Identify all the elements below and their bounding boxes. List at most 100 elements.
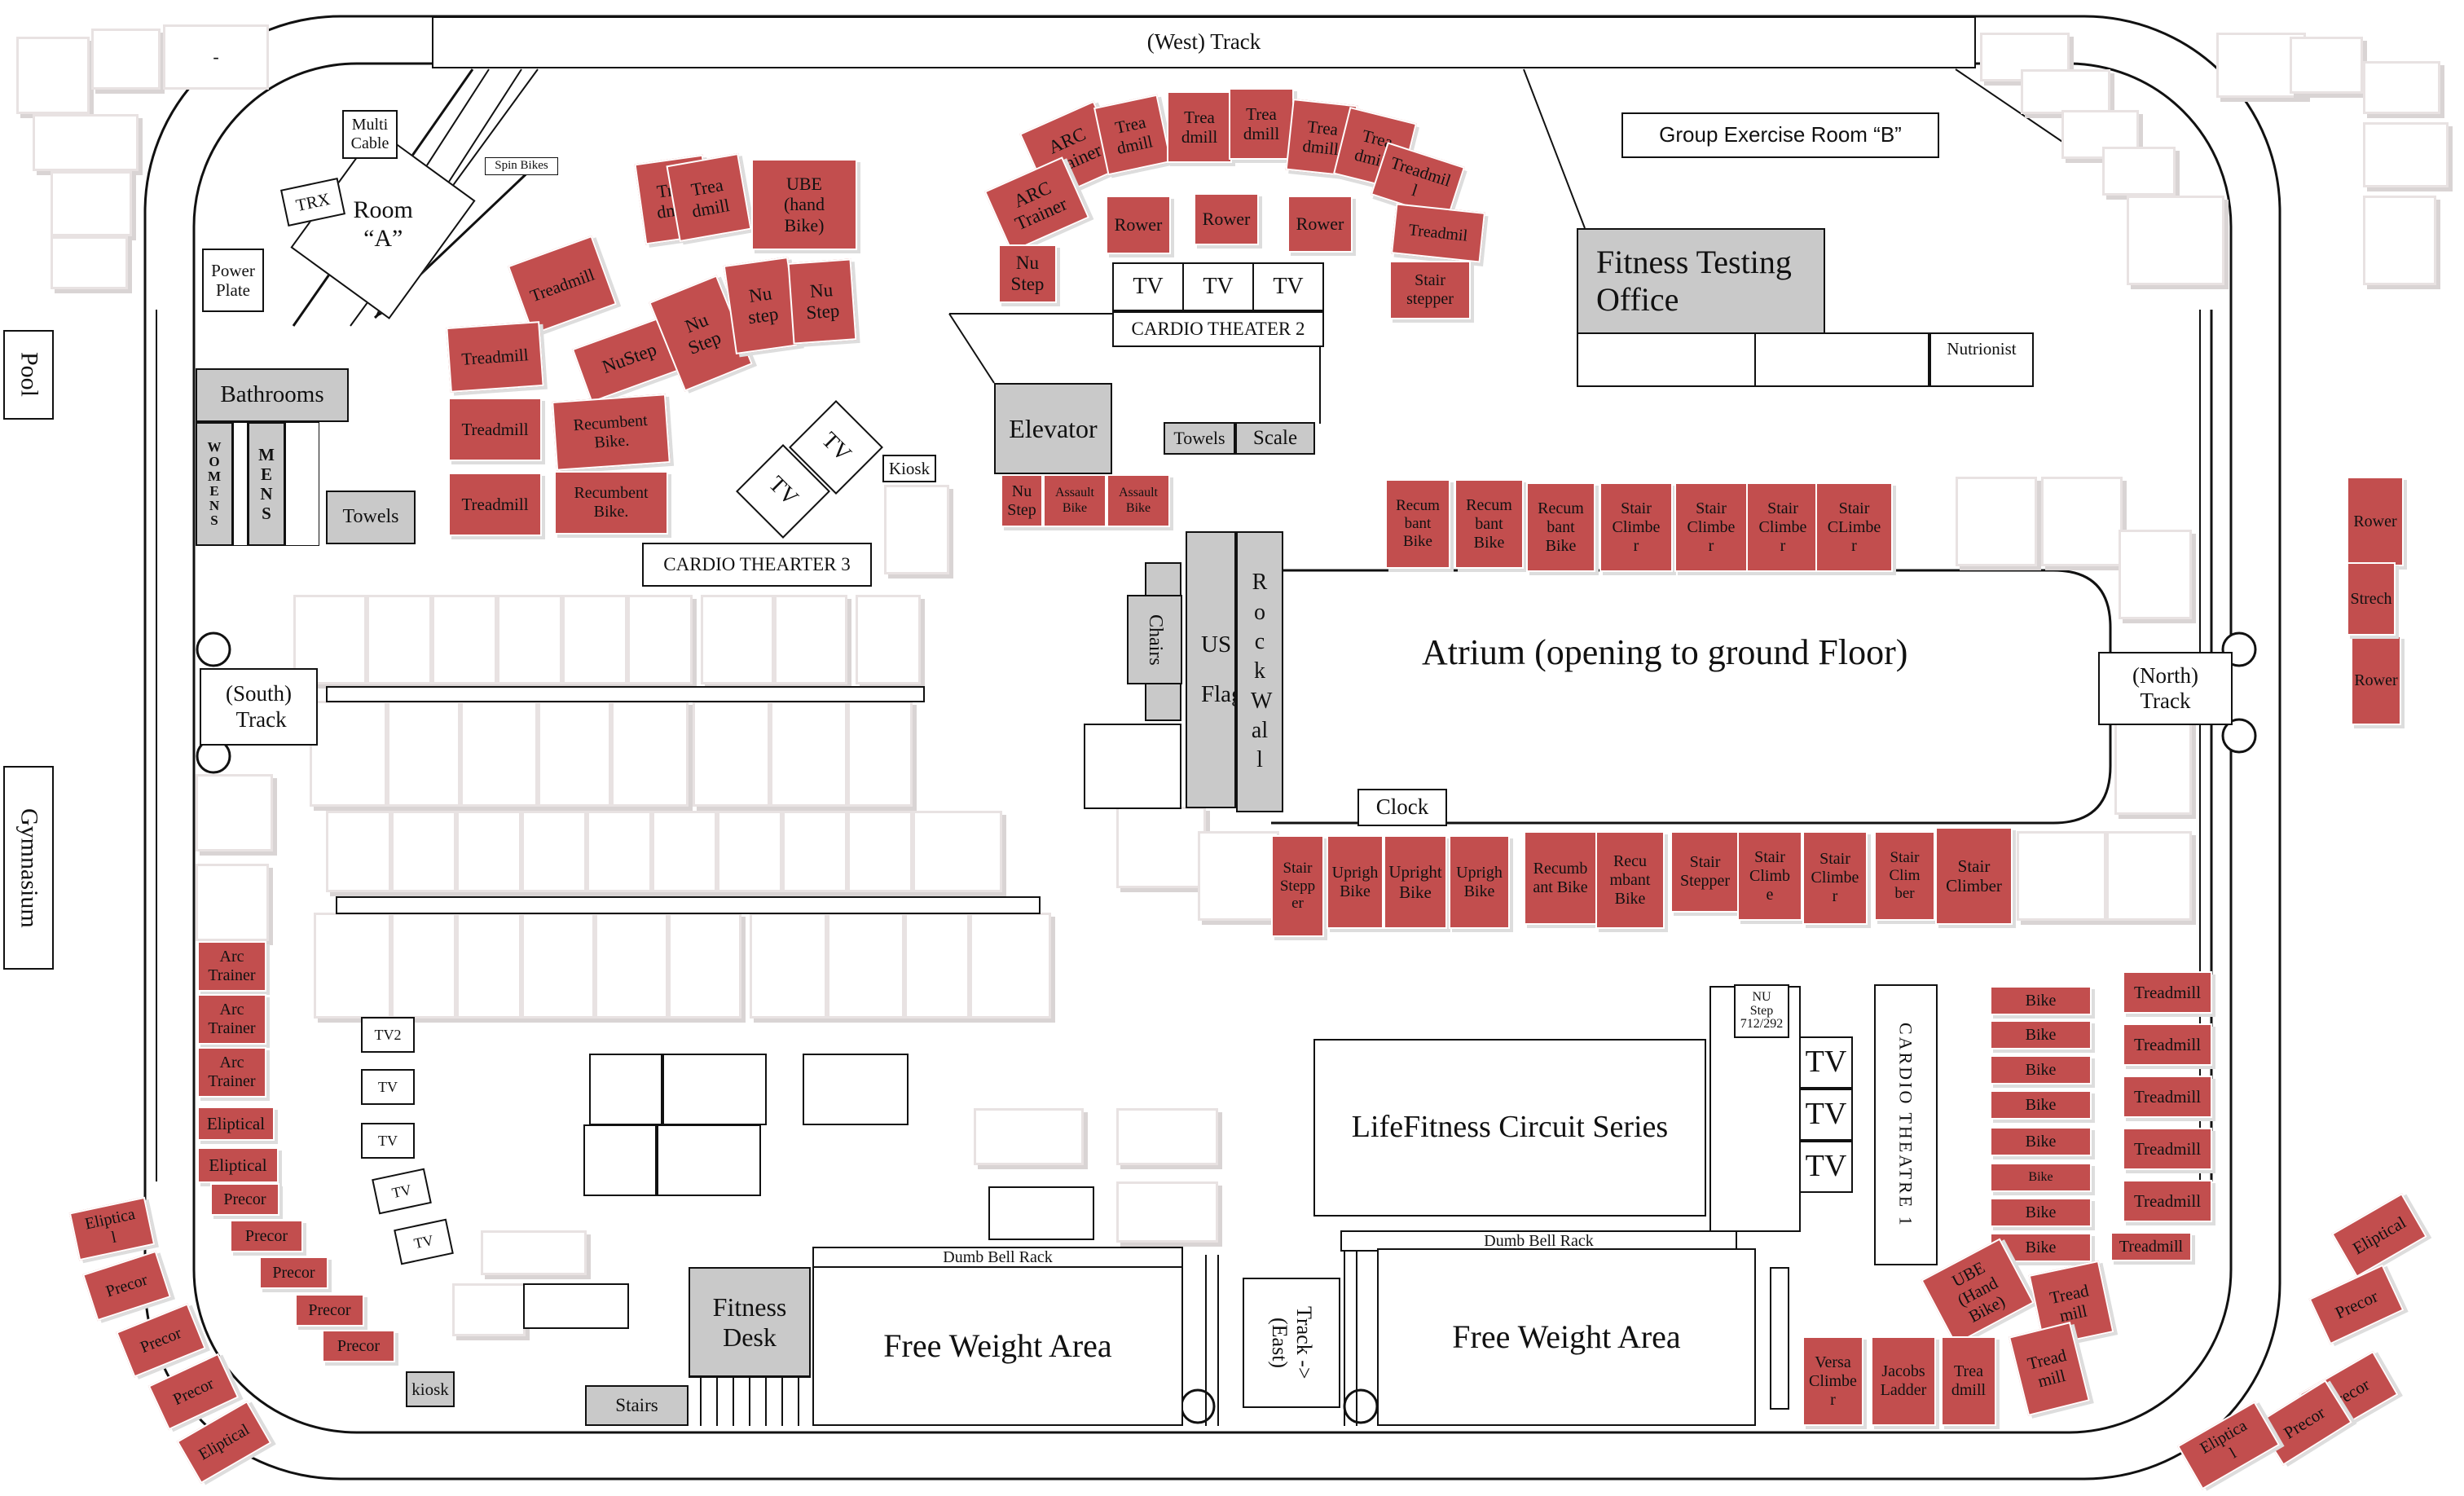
equipment-treadmill[interactable]: Treadmill xyxy=(2123,1023,2212,1066)
equipment-trea-dmill[interactable]: Trea dmill xyxy=(1941,1336,1996,1426)
equipment-precor[interactable]: Precor xyxy=(259,1256,328,1289)
equipment-arc-trainer[interactable]: Arc Trainer xyxy=(197,941,266,992)
kiosk-bottom[interactable]: kiosk xyxy=(406,1371,455,1407)
lifefitness-circuit[interactable]: LifeFitness Circuit Series xyxy=(1313,1039,1706,1217)
equipment-bike[interactable]: Bike xyxy=(1990,1055,2092,1085)
cardio-theater-2[interactable]: CARDIO THEATER 2 xyxy=(1112,311,1324,347)
equipment-rower[interactable]: Rower xyxy=(2347,477,2404,566)
equipment-rower[interactable]: Rower xyxy=(2351,636,2401,725)
equipment-treadmill[interactable]: Treadmill xyxy=(448,398,542,461)
equipment-stair-stepper[interactable]: Stair stepper xyxy=(1389,261,1471,319)
bathrooms[interactable]: Bathrooms xyxy=(196,368,349,422)
equipment-eliptical[interactable]: Eliptical xyxy=(197,1107,275,1141)
equipment-strech[interactable]: Strech xyxy=(2347,562,2396,636)
nutrionist-office[interactable]: Nutrionist xyxy=(1929,332,2034,387)
clock[interactable]: Clock xyxy=(1357,789,1447,826)
stairs[interactable]: Stairs xyxy=(585,1385,689,1426)
womens-bathroom[interactable]: W O M E N S xyxy=(196,422,233,546)
cardio-theatre-1[interactable]: CARDIO THEATRE 1 xyxy=(1874,984,1938,1265)
ct2-tv-3[interactable]: TV xyxy=(1252,262,1324,311)
equipment-recumbent-bike[interactable]: Recumbent Bike. xyxy=(554,471,668,535)
equipment-precor[interactable]: Precor xyxy=(295,1294,364,1327)
pool-label[interactable]: Pool xyxy=(3,330,54,420)
equipment-arc-trainer[interactable]: Arc Trainer xyxy=(197,994,266,1045)
equipment-eliptical[interactable]: Eliptical xyxy=(197,1147,279,1183)
equipment-stair-climbe-r[interactable]: Stair Climbe r xyxy=(1746,482,1819,572)
equipment-recu-mbant-bike[interactable]: Recu mbant Bike xyxy=(1595,831,1665,929)
equipment-recumb-ant-bike[interactable]: Recumb ant Bike xyxy=(1524,831,1597,925)
equipment-stair-climb-e[interactable]: Stair Climb e xyxy=(1737,831,1802,921)
equipment-uprigh-bike[interactable]: Uprigh Bike xyxy=(1449,835,1510,929)
equipment-stair-climbe-r[interactable]: Stair CLimbe r xyxy=(1815,482,1893,572)
group-exercise-room-b[interactable]: Group Exercise Room “B” xyxy=(1621,112,1939,158)
fitness-testing-office[interactable]: Fitness Testing Office xyxy=(1577,228,1825,334)
equipment-versa-climbe-r[interactable]: Versa Climbe r xyxy=(1802,1336,1863,1426)
equipment-bike[interactable]: Bike xyxy=(1990,986,2092,1015)
equipment-treadmill[interactable]: Treadmill xyxy=(2123,1180,2212,1222)
elevator[interactable]: Elevator xyxy=(994,383,1112,474)
equipment-bike[interactable]: Bike xyxy=(1990,1198,2092,1227)
gymnasium-label[interactable]: Gymnasium xyxy=(3,766,54,970)
equipment-stair-climbe-r[interactable]: Stair Climbe r xyxy=(1674,482,1748,572)
free-weight-area-1[interactable]: Free Weight Area xyxy=(812,1266,1183,1426)
tv-s1[interactable]: TV xyxy=(361,1069,415,1105)
equipment-rower[interactable]: Rower xyxy=(1106,196,1171,254)
equipment-stair-climbe-r[interactable]: Stair Climbe r xyxy=(1802,831,1868,925)
equipment-treadmill[interactable]: Treadmill xyxy=(446,321,544,393)
towels-mid[interactable]: Towels xyxy=(1164,422,1235,455)
equipment-treadmill[interactable]: Treadmill xyxy=(2123,1128,2212,1170)
cardio-theater-3[interactable]: CARDIO THEARTER 3 xyxy=(642,543,872,587)
equipment-assault-bike[interactable]: Assault Bike xyxy=(1107,474,1170,527)
equipment-precor[interactable]: Precor xyxy=(322,1330,395,1362)
dumb-bell-rack-1[interactable]: Dumb Bell Rack xyxy=(812,1247,1183,1268)
equipment-nu-step[interactable]: Nu Step xyxy=(787,258,857,345)
equipment-treadmill[interactable]: Treadmill xyxy=(2110,1232,2192,1261)
equipment-bike[interactable]: Bike xyxy=(1990,1163,2092,1192)
equipment-bike[interactable]: Bike xyxy=(1990,1020,2092,1049)
equipment-nu-step[interactable]: Nu Step xyxy=(998,244,1057,303)
equipment-nu-step[interactable]: Nu Step xyxy=(1001,474,1043,527)
equipment-treadmill[interactable]: Treadmill xyxy=(2123,971,2212,1014)
equipment-bike[interactable]: Bike xyxy=(1990,1090,2092,1120)
equipment-treadmill[interactable]: Treadmill xyxy=(448,473,542,536)
equipment-treadmill[interactable]: Treadmill xyxy=(2123,1076,2212,1118)
equipment-trea-dmill[interactable]: Trea dmill xyxy=(666,152,752,243)
equipment-stair-clim-ber[interactable]: Stair Clim ber xyxy=(1874,831,1935,921)
equipment-ube-hand-bike[interactable]: UBE (hand Bike) xyxy=(751,159,857,250)
equipment-upright-bike[interactable]: Upright Bike xyxy=(1384,835,1447,929)
free-weight-area-2[interactable]: Free Weight Area xyxy=(1377,1248,1756,1426)
equipment-bike[interactable]: Bike xyxy=(1990,1127,2092,1156)
towels-left[interactable]: Towels xyxy=(326,491,416,544)
equipment-rower[interactable]: Rower xyxy=(1194,193,1259,245)
rock-wall[interactable]: Rock Wall xyxy=(1236,531,1283,812)
lf-tv-3[interactable]: TV xyxy=(1799,1141,1853,1193)
equipment-assault-bike[interactable]: Assault Bike xyxy=(1043,474,1107,527)
fitness-desk[interactable]: Fitness Desk xyxy=(689,1267,811,1377)
multi-cable[interactable]: Multi Cable xyxy=(342,110,398,159)
equipment-jacobs-ladder[interactable]: Jacobs Ladder xyxy=(1871,1336,1936,1426)
equipment-stair-climbe-r[interactable]: Stair Climbe r xyxy=(1599,482,1673,572)
equipment-recum-bant-bike[interactable]: Recum bant Bike xyxy=(1454,479,1524,569)
equipment-recum-bant-bike[interactable]: Recum bant Bike xyxy=(1526,482,1595,572)
equipment-rower[interactable]: Rower xyxy=(1287,196,1353,253)
equipment-precor[interactable]: Precor xyxy=(230,1220,303,1252)
lf-tv-2[interactable]: TV xyxy=(1799,1089,1853,1141)
spin-bikes[interactable]: Spin Bikes xyxy=(485,157,558,175)
tv2[interactable]: TV2 xyxy=(361,1017,415,1053)
kiosk-top[interactable]: Kiosk xyxy=(882,455,936,482)
lf-tv-1[interactable]: TV xyxy=(1799,1036,1853,1089)
equipment-trea-dmill[interactable]: Trea dmill xyxy=(1229,88,1294,160)
equipment-recum-bant-bike[interactable]: Recum bant Bike xyxy=(1385,479,1450,569)
equipment-precor[interactable]: Precor xyxy=(210,1183,279,1216)
ct2-tv-1[interactable]: TV xyxy=(1112,262,1184,311)
equipment-trea-dmill[interactable]: Trea dmill xyxy=(1093,94,1172,176)
equipment-arc-trainer[interactable]: Arc Trainer xyxy=(197,1047,266,1098)
scale[interactable]: Scale xyxy=(1235,422,1315,455)
dumb-bell-rack-2[interactable]: Dumb Bell Rack xyxy=(1340,1230,1737,1252)
equipment-stair-stepper[interactable]: Stair Stepper xyxy=(1670,831,1740,913)
equipment-trea-dmill[interactable]: Trea dmill xyxy=(1167,91,1232,163)
equipment-treadmil[interactable]: Treadmil xyxy=(1391,203,1485,263)
equipment-uprigh-bike[interactable]: Uprigh Bike xyxy=(1327,835,1384,929)
chairs[interactable]: Chairs xyxy=(1127,595,1182,684)
equipment-stair-stepp-er[interactable]: Stair Stepp er xyxy=(1271,835,1324,937)
